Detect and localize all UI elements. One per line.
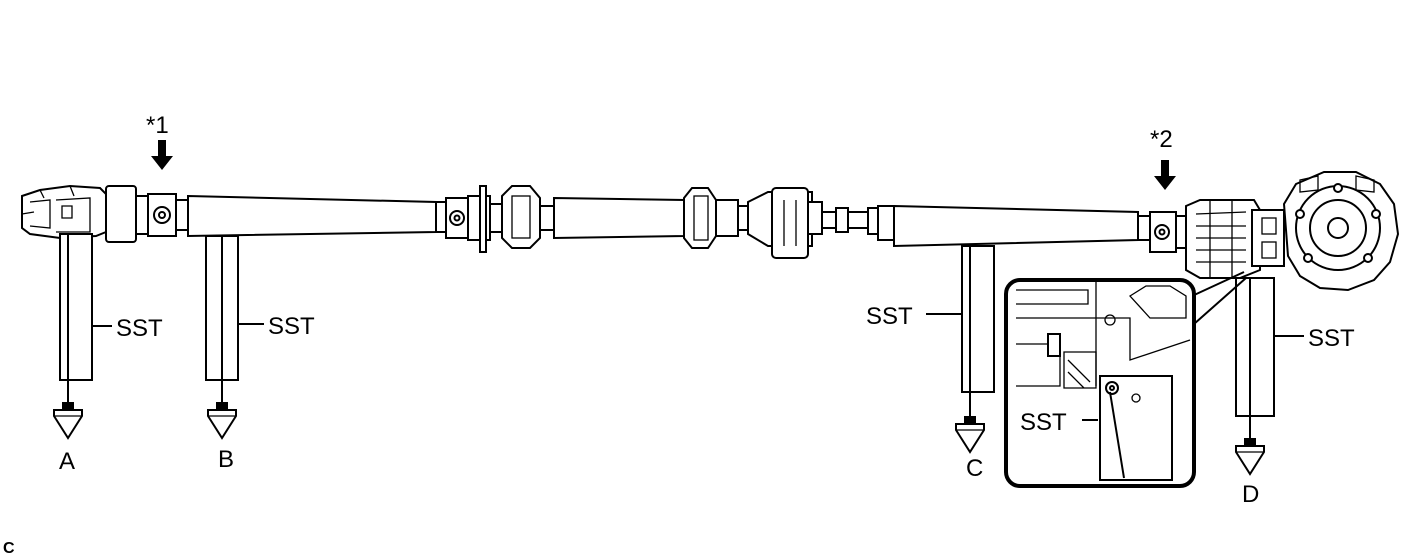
front-universal-joint xyxy=(147,193,189,237)
corner-code-label: C xyxy=(3,540,15,557)
sst-stand-d xyxy=(1235,277,1304,476)
point-c-label: C xyxy=(966,455,983,482)
sst-stand-b xyxy=(205,235,264,440)
sst-label-b: SST xyxy=(268,313,315,340)
point-d-label: D xyxy=(1242,481,1259,508)
sst-stand-a xyxy=(53,233,112,440)
center-joints xyxy=(435,185,895,259)
arrow-1-icon xyxy=(151,140,173,170)
sst-stand-c xyxy=(926,245,995,454)
reference-2-label: *2 xyxy=(1150,126,1173,153)
reference-1-label: *1 xyxy=(146,112,169,139)
sst-label-d: SST xyxy=(1308,325,1355,352)
sst-label-a: SST xyxy=(116,315,163,342)
arrow-2-icon xyxy=(1154,160,1176,190)
sst-label-inset: SST xyxy=(1020,409,1067,436)
point-b-label: B xyxy=(218,446,234,473)
sst-label-c: SST xyxy=(866,303,913,330)
rear-propeller-tube xyxy=(893,204,1151,248)
detail-inset xyxy=(1004,271,1247,488)
front-propeller-tube xyxy=(187,194,437,238)
point-a-label: A xyxy=(59,448,75,475)
rear-universal-joint xyxy=(1149,211,1187,253)
rear-differential xyxy=(1185,171,1400,292)
